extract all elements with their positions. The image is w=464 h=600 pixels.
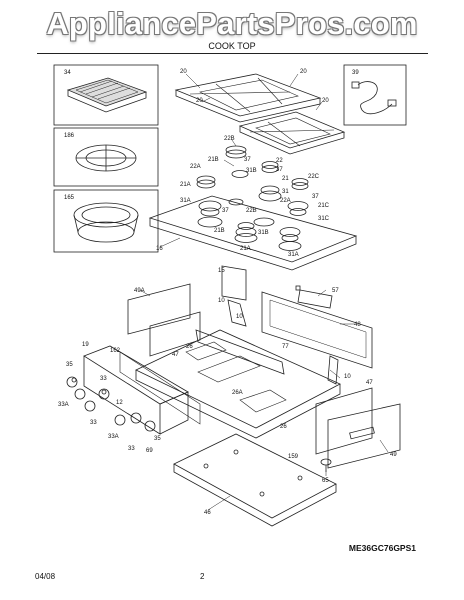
label-26b: 26 <box>280 424 287 430</box>
label-33a: 33A <box>58 402 69 408</box>
label-21a2: 21A <box>240 246 251 252</box>
section-title: COOK TOP <box>208 41 256 51</box>
label-39: 39 <box>352 70 359 76</box>
label-46: 46 <box>204 510 211 516</box>
label-10a: 10 <box>218 298 225 304</box>
label-186: 186 <box>64 133 75 139</box>
front-panel-right <box>315 387 401 469</box>
label-15: 15 <box>218 268 225 274</box>
label-21c: 21C <box>318 203 330 209</box>
label-57: 57 <box>332 288 339 294</box>
model-number: ME36GC76GPS1 <box>348 543 416 553</box>
label-37a: 37 <box>244 157 251 163</box>
label-31b: 31B <box>246 168 257 174</box>
label-22a2: 22A <box>280 198 291 204</box>
label-20d: 20 <box>322 98 329 104</box>
burner-grate-left <box>174 73 322 123</box>
label-20c: 20 <box>196 98 203 104</box>
label-33d: 33 <box>128 446 135 452</box>
label-47a: 47 <box>172 352 179 358</box>
label-12: 12 <box>116 400 123 406</box>
watermark: AppliancePartsPros.com <box>46 6 418 41</box>
part-labels: 34 186 165 39 20 20 20 20 22B 21B 37 22 … <box>58 69 397 516</box>
label-69: 69 <box>146 448 153 454</box>
label-48: 48 <box>354 322 361 328</box>
power-cord-inset <box>343 64 407 126</box>
cooktop-top-panel <box>148 195 358 271</box>
label-21: 21 <box>282 176 289 182</box>
label-19: 19 <box>82 342 89 348</box>
label-22: 22 <box>276 158 283 164</box>
burner-box-tray <box>135 329 341 439</box>
control-knobs <box>66 376 156 432</box>
label-31a: 31A <box>180 198 191 204</box>
burner-caps <box>196 145 309 242</box>
rear-panel-49a <box>127 283 201 357</box>
simmer-ring-inset <box>53 189 159 253</box>
wok-ring-inset <box>53 127 159 187</box>
label-21b: 21B <box>208 157 219 163</box>
label-22a: 22A <box>190 164 201 170</box>
label-31: 31 <box>282 189 289 195</box>
label-159: 159 <box>288 454 299 460</box>
label-22b: 22B <box>224 136 235 142</box>
burner-box-parts <box>221 265 333 327</box>
page-number: 2 <box>200 572 205 581</box>
label-49: 49 <box>390 452 397 458</box>
label-10b: 10 <box>236 314 243 320</box>
label-31c: 31C <box>318 216 330 222</box>
header-rule <box>37 53 428 54</box>
label-77: 77 <box>282 344 289 350</box>
label-33c: 33 <box>100 376 107 382</box>
label-37d: 37 <box>222 208 229 214</box>
footer-date: 04/08 <box>35 572 56 581</box>
label-26a: 26A <box>232 390 243 396</box>
griddle-inset <box>53 64 159 126</box>
label-37c: 37 <box>312 194 319 200</box>
label-21a: 21A <box>180 182 191 188</box>
label-20a: 20 <box>180 69 187 75</box>
label-10c: 10 <box>344 374 351 380</box>
label-49a: 49A <box>134 288 145 294</box>
label-65: 65 <box>322 478 329 484</box>
label-35b: 35 <box>154 436 161 442</box>
label-35a: 35 <box>66 362 73 368</box>
rear-panel-48 <box>261 291 373 369</box>
label-22c: 22C <box>308 174 320 180</box>
label-33a2: 33A <box>108 434 119 440</box>
label-31b2: 31B <box>258 230 269 236</box>
label-162: 162 <box>110 348 121 354</box>
label-31a2: 31A <box>288 252 299 258</box>
control-panel <box>83 345 201 435</box>
leader-lines <box>139 73 389 511</box>
label-47b: 47 <box>366 380 373 386</box>
label-37b: 37 <box>276 167 283 173</box>
label-21b2: 21B <box>214 228 225 234</box>
label-22b2: 22B <box>246 208 257 214</box>
label-20b: 20 <box>300 69 307 75</box>
bottom-plate <box>173 433 337 527</box>
burner-grate-right <box>238 111 346 155</box>
label-33b: 33 <box>90 420 97 426</box>
label-16: 16 <box>156 246 163 252</box>
label-34: 34 <box>64 70 71 76</box>
label-26: 26 <box>186 344 193 350</box>
label-165: 165 <box>64 195 75 201</box>
